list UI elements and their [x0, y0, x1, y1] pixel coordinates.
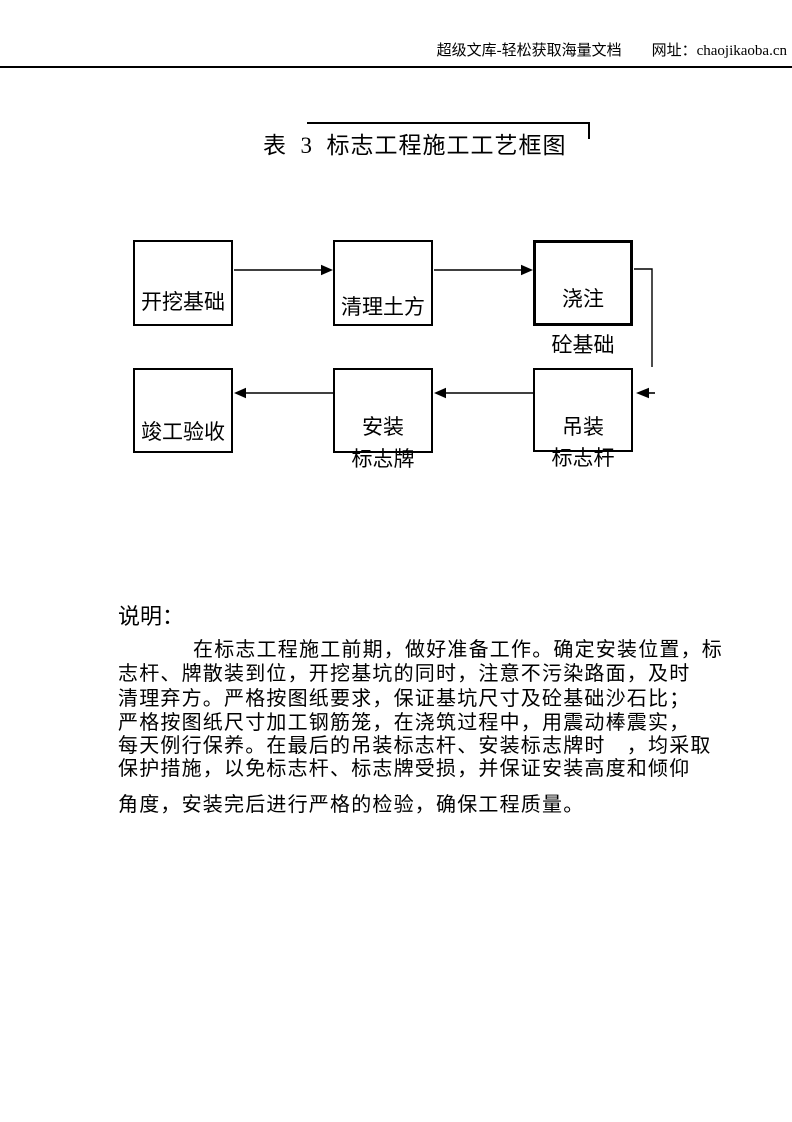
- notes-line: 严格按图纸尺寸加工钢筋笼，在浇筑过程中，用震动棒震实，: [118, 712, 691, 734]
- title-overline: [307, 122, 589, 124]
- flow-box-label-below-install-sign-board: 标志牌: [351, 447, 415, 471]
- flow-box-label: 安装: [362, 415, 404, 439]
- header-divider-line: [0, 66, 792, 68]
- flow-box-completion-acceptance: 竣工验收: [133, 368, 233, 453]
- flow-box-label: 吊装: [562, 415, 604, 439]
- notes-line: 在标志工程施工前期，做好准备工作。确定安装位置，标: [193, 639, 723, 661]
- flow-box-label: 开挖基础: [141, 290, 225, 314]
- notes-line: 清理弃方。严格按图纸要求，保证基坑尺寸及砼基础沙石比；: [118, 688, 691, 710]
- notes-line: 每天例行保养。在最后的吊装标志杆、安装标志牌时 ，均采取: [118, 735, 712, 757]
- notes-line: 保护措施，以免标志杆、标志牌受损，并保证安装高度和倾仰: [118, 758, 691, 780]
- flow-box-install-sign-board: 安装: [333, 368, 433, 453]
- flow-box-label: 浇注: [562, 287, 604, 311]
- flow-box-label: 竣工验收: [141, 420, 225, 444]
- flow-box-label-below-hoist-sign-pole: 标志杆: [551, 446, 615, 470]
- notes-line: 角度，安装完后进行严格的检验，确保工程质量。: [118, 794, 585, 816]
- flow-box-label-below-pour-concrete: 砼基础: [551, 333, 615, 357]
- flow-box-clear-earthwork: 清理土方: [333, 240, 433, 326]
- connector-pour-to-hoist: [634, 268, 655, 399]
- notes-heading: 说明：: [118, 604, 185, 629]
- notes-line: 志杆、牌散装到位，开挖基坑的同时，注意不污染路面，及时: [118, 663, 691, 685]
- flow-box-label: 清理土方: [341, 295, 425, 319]
- arrow-install-to-acceptance: [234, 387, 333, 399]
- flow-box-hoist-sign-pole: 吊装: [533, 368, 633, 452]
- flow-box-pour-concrete: 浇注: [533, 240, 633, 326]
- arrow-clear-to-pour: [434, 264, 533, 276]
- header-watermark-text: 超级文库-轻松获取海量文档 网址：chaojikaoba.cn: [436, 43, 787, 59]
- title-overline-tick: [588, 122, 590, 139]
- arrow-hoist-to-install: [434, 387, 533, 399]
- arrow-excavate-to-clear: [234, 264, 333, 276]
- flow-box-excavate-foundation: 开挖基础: [133, 240, 233, 326]
- page-title: 表 3 标志工程施工工艺框图: [263, 133, 567, 158]
